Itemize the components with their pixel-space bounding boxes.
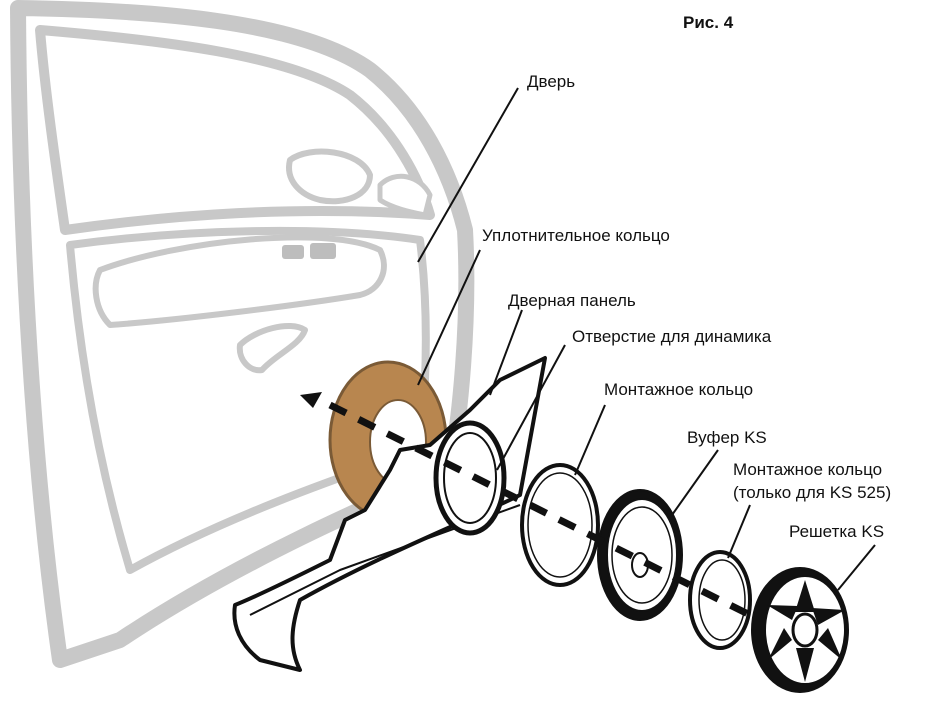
door-window: [40, 30, 430, 230]
grille: [752, 568, 848, 692]
label-door-panel: Дверная панель: [508, 291, 636, 311]
label-woofer: Вуфер KS: [687, 428, 767, 448]
door-handle: [240, 326, 305, 370]
label-speaker-hole: Отверстие для динамика: [572, 327, 771, 347]
door-armrest: [96, 237, 384, 325]
speaker-hole: [436, 423, 504, 533]
mounting-ring-ks525: [690, 552, 750, 648]
label-seal-ring: Уплотнительное кольцо: [482, 226, 670, 246]
door-mirror: [289, 152, 370, 202]
car-door: [18, 8, 466, 660]
label-grille: Решетка KS: [789, 522, 884, 542]
woofer: [598, 490, 682, 620]
door-outer-frame: [18, 8, 466, 660]
figure-number: Рис. 4: [683, 13, 733, 33]
label-mounting-ring-ks525-note: (только для KS 525): [733, 483, 891, 503]
mounting-ring: [522, 465, 598, 585]
window-switch-icon: [310, 243, 336, 259]
label-door: Дверь: [527, 72, 575, 92]
window-switch-icon: [282, 245, 304, 259]
label-mounting-ring-ks525: Монтажное кольцо: [733, 460, 882, 480]
label-mounting-ring: Монтажное кольцо: [604, 380, 753, 400]
